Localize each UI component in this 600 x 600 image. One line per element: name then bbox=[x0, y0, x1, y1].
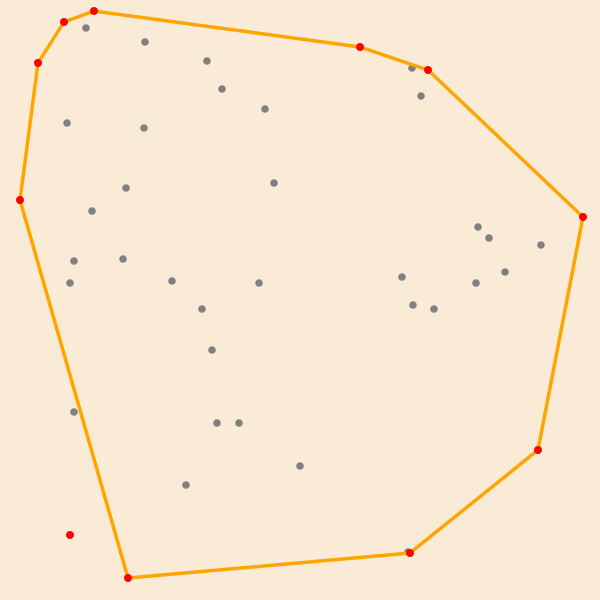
interior-point bbox=[417, 92, 425, 100]
interior-point bbox=[182, 481, 190, 489]
interior-point bbox=[88, 207, 96, 215]
interior-point bbox=[70, 408, 78, 416]
outlier-points bbox=[66, 531, 74, 539]
outlier-point bbox=[66, 531, 74, 539]
interior-point bbox=[141, 38, 149, 46]
interior-point bbox=[119, 255, 127, 263]
interior-point bbox=[430, 305, 438, 313]
hull-vertex bbox=[16, 196, 24, 204]
interior-point bbox=[218, 85, 226, 93]
hull-vertex bbox=[534, 446, 542, 454]
hull-vertex bbox=[406, 549, 414, 557]
interior-point bbox=[409, 301, 417, 309]
hull-vertex bbox=[579, 213, 587, 221]
interior-point bbox=[472, 279, 480, 287]
interior-point bbox=[82, 24, 90, 32]
interior-point bbox=[235, 419, 243, 427]
interior-point bbox=[270, 179, 278, 187]
hull-vertex bbox=[424, 66, 432, 74]
hull-vertex bbox=[34, 59, 42, 67]
hull-vertex bbox=[90, 7, 98, 15]
interior-point bbox=[296, 462, 304, 470]
interior-point bbox=[168, 277, 176, 285]
hull-vertices bbox=[16, 7, 587, 582]
interior-point bbox=[501, 268, 509, 276]
interior-point bbox=[213, 419, 221, 427]
interior-point bbox=[66, 279, 74, 287]
interior-point bbox=[474, 223, 482, 231]
interior-point bbox=[261, 105, 269, 113]
interior-point bbox=[198, 305, 206, 313]
interior-point bbox=[140, 124, 148, 132]
interior-point bbox=[208, 346, 216, 354]
interior-point bbox=[485, 234, 493, 242]
interior-points bbox=[63, 24, 545, 556]
interior-point bbox=[70, 257, 78, 265]
interior-point bbox=[255, 279, 263, 287]
hull-vertex bbox=[356, 43, 364, 51]
hull-vertex bbox=[60, 18, 68, 26]
hull-vertex bbox=[124, 574, 132, 582]
interior-point bbox=[63, 119, 71, 127]
interior-point bbox=[398, 273, 406, 281]
interior-point bbox=[537, 241, 545, 249]
interior-point bbox=[122, 184, 130, 192]
interior-point bbox=[203, 57, 211, 65]
